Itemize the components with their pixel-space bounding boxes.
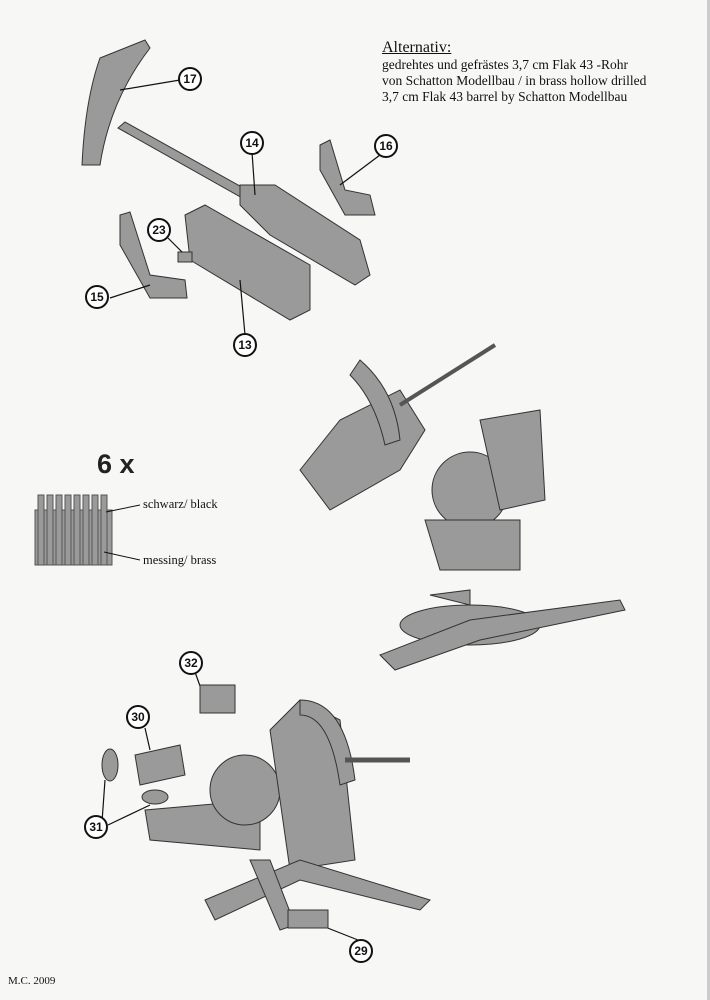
part-15-shield [119,211,188,299]
part-17-shield [81,39,151,166]
part-callout-29: 29 [349,939,373,963]
step2-assembly [299,343,626,671]
ammo-label-black: schwarz/ black [143,497,218,511]
part-callout-14: 14 [240,131,264,155]
alternative-line: von Schatton Modellbau / in brass hollow… [382,73,647,88]
scan-edge [707,0,710,1000]
ammo-quantity: 6 x [97,449,135,479]
ammo-label-brass: messing/ brass [143,553,217,567]
part-callout-32: 32 [179,651,203,675]
alternative-note: Alternativ: gedrehtes und gefrästes 3,7 … [382,40,646,105]
part-callout-15: 15 [85,285,109,309]
part-14-cradle [239,184,371,286]
alternative-heading: Alternativ: [382,39,452,56]
step1-barrel-assembly [81,39,376,321]
alternative-line: 3,7 cm Flak 43 barrel by Schatton Modell… [382,89,628,104]
part-callout-31: 31 [84,815,108,839]
part-callout-23: 23 [147,218,171,242]
part-23-pin [177,251,193,263]
footer-credit: M.C. 2009 [8,975,56,987]
part-callout-13: 13 [233,333,257,357]
alternative-line: gedrehtes und gefrästes 3,7 cm Flak 43 -… [382,57,628,72]
part-callout-30: 30 [126,705,150,729]
part-callout-16: 16 [374,134,398,158]
ammo-clip [34,494,141,566]
step3-final-assembly [101,684,431,931]
part-16-shield [319,139,376,216]
part-callout-17: 17 [178,67,202,91]
